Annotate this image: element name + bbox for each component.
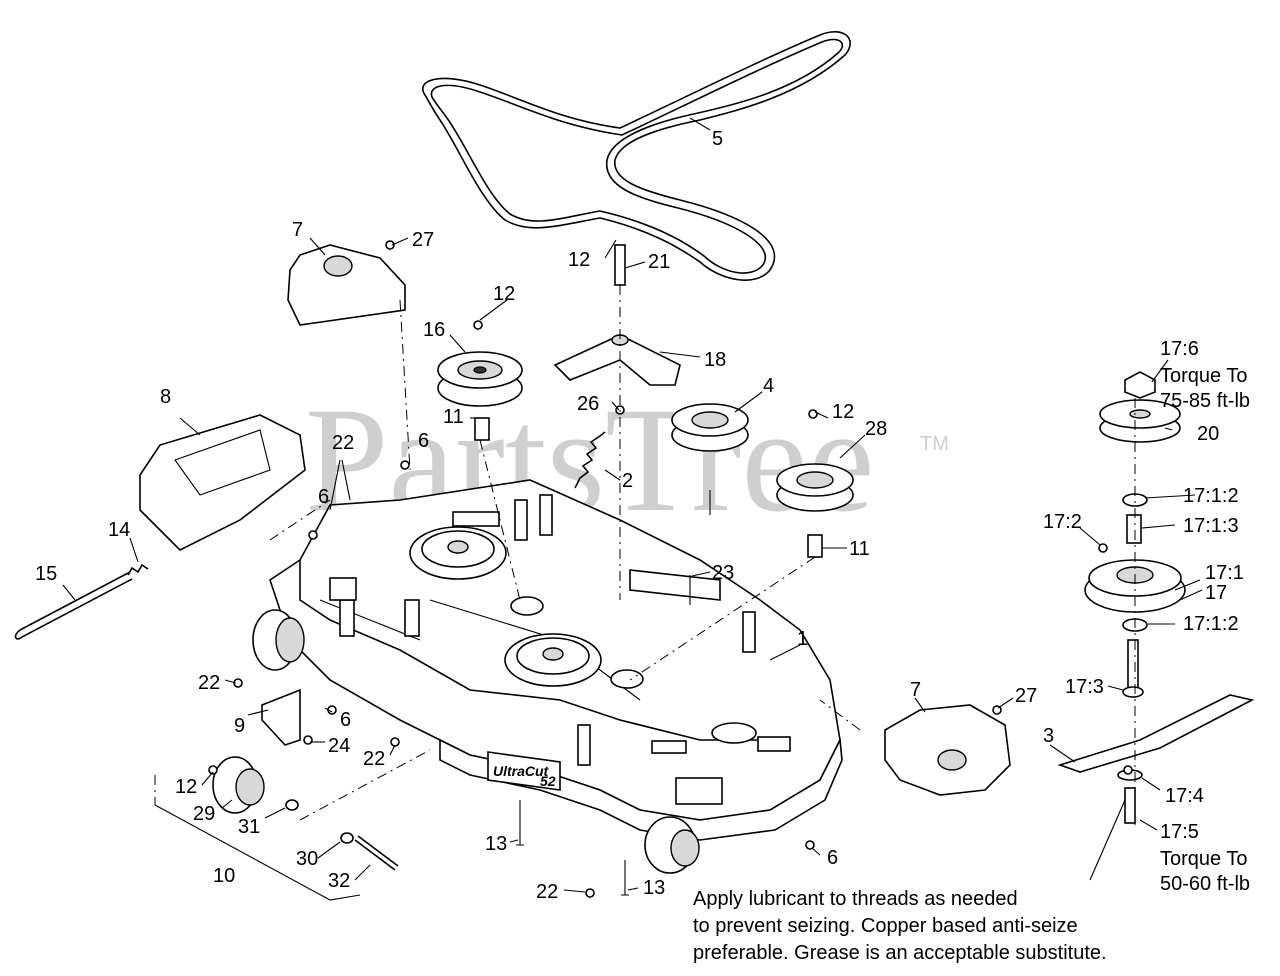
- washer-31[interactable]: [285, 799, 299, 811]
- callout-26: 26: [577, 393, 599, 415]
- callout-17-5: 17:5: [1160, 821, 1199, 843]
- callout-21: 21: [648, 251, 670, 273]
- note-line-1: Apply lubricant to threads as needed: [693, 888, 1018, 910]
- callout-17-3: 17:3: [1065, 676, 1104, 698]
- callout-17: 17: [1205, 582, 1227, 604]
- callout-5: 5: [712, 128, 723, 150]
- callout-9: 9: [234, 715, 245, 737]
- rod-spring[interactable]: [127, 563, 149, 576]
- callout-17-1: 17:1: [1205, 562, 1244, 584]
- deflector-rod[interactable]: [14, 571, 133, 640]
- callout-17-6: 17:6: [1160, 338, 1199, 360]
- torque-bottom-line1: Torque To: [1160, 848, 1247, 870]
- callout-12-pulley: 12: [493, 283, 515, 305]
- callout-31: 31: [238, 816, 260, 838]
- callout-6-top: 6: [418, 430, 429, 452]
- callout-15: 15: [35, 563, 57, 585]
- callout-6-bracket: 6: [340, 709, 351, 731]
- callout-32: 32: [328, 870, 350, 892]
- callout-24: 24: [328, 735, 350, 757]
- mower-deck-housing[interactable]: UltraCut 52: [269, 479, 843, 841]
- callout-27-right: 27: [1015, 685, 1037, 707]
- callout-12-top: 12: [568, 249, 590, 271]
- callout-13-right: 13: [643, 877, 665, 899]
- anti-scalp-wheel[interactable]: [212, 756, 265, 814]
- callout-29: 29: [193, 803, 215, 825]
- center-cover[interactable]: [139, 414, 306, 551]
- callout-3: 3: [1043, 725, 1054, 747]
- lubricant-note: Apply lubricant to threads as needed to …: [693, 888, 1107, 964]
- callout-11-right: 11: [849, 538, 870, 560]
- callout-1: 1: [797, 628, 808, 650]
- callout-17-1-3: 17:1:3: [1183, 515, 1239, 537]
- flat-idler-pulley-28[interactable]: [776, 463, 854, 512]
- callout-12-right: 12: [832, 401, 854, 423]
- deck-brand-name: UltraCut: [493, 763, 550, 779]
- callout-22-mid: 22: [363, 748, 385, 770]
- idler-pulley-4[interactable]: [671, 403, 749, 452]
- wheel-bolt[interactable]: [354, 835, 399, 871]
- callout-4: 4: [763, 375, 774, 397]
- torque-bottom-line2: 50-60 ft-lb: [1160, 873, 1250, 895]
- callout-7-left: 7: [292, 219, 303, 241]
- pivot-shaft[interactable]: [614, 244, 626, 286]
- callout-16: 16: [423, 319, 445, 341]
- callout-13-left: 13: [485, 833, 507, 855]
- callout-22-top: 22: [332, 432, 354, 454]
- washer-30[interactable]: [340, 832, 354, 844]
- torque-top-line1: Torque To: [1160, 365, 1247, 387]
- callout-17-4: 17:4: [1165, 785, 1204, 807]
- belt-cover-right[interactable]: [884, 704, 1011, 796]
- leader-lines: [62, 117, 1203, 893]
- note-line-3: preferable. Grease is an acceptable subs…: [693, 942, 1107, 964]
- wheel-bracket[interactable]: [261, 688, 301, 746]
- mower-blade[interactable]: [1057, 694, 1255, 773]
- callout-2: 2: [622, 470, 633, 492]
- trademark-symbol: TM: [920, 433, 949, 455]
- callout-22-bottom: 22: [536, 881, 558, 903]
- callout-27-left: 27: [412, 229, 434, 251]
- callout-23: 23: [712, 562, 734, 584]
- callout-30: 30: [296, 848, 318, 870]
- spindle-pulley-20[interactable]: [1099, 399, 1181, 443]
- callout-7-right: 7: [910, 679, 921, 701]
- deck-anti-scalp-wheel-front[interactable]: [644, 816, 700, 874]
- spacer-11-right[interactable]: [807, 534, 823, 558]
- callout-10: 10: [213, 865, 235, 887]
- callout-11-left: 11: [443, 406, 464, 428]
- torque-top-line2: 75-85 ft-lb: [1160, 390, 1250, 412]
- callout-8: 8: [160, 386, 171, 408]
- group-10-bracket: [154, 804, 361, 901]
- callout-17-2: 17:2: [1043, 511, 1082, 533]
- belt-cover-left[interactable]: [287, 244, 406, 326]
- drive-belt[interactable]: [422, 30, 851, 281]
- alignment-lines: [154, 285, 1136, 825]
- idler-pulley-16[interactable]: [437, 351, 523, 407]
- callout-17-1-2-bottom: 17:1:2: [1183, 613, 1239, 635]
- note-line-2: to prevent seizing. Copper based anti-se…: [693, 915, 1078, 937]
- callout-20: 20: [1197, 423, 1219, 445]
- callout-labels: 5 7 27 12 21 12 16 18 11 26 4 12 28 2 11…: [35, 128, 1250, 903]
- callout-6-left: 6: [318, 486, 329, 508]
- callout-28: 28: [865, 418, 887, 440]
- callout-14: 14: [108, 519, 130, 541]
- spacer-11-left[interactable]: [474, 417, 490, 441]
- callout-6-bottom: 6: [827, 847, 838, 869]
- callout-17-1-2-top: 17:1:2: [1183, 485, 1239, 507]
- callout-18: 18: [704, 349, 726, 371]
- deck-anti-scalp-wheel-left[interactable]: [252, 609, 305, 671]
- deck-brand-size: 52: [540, 773, 556, 789]
- callout-12-wheel: 12: [175, 776, 197, 798]
- callout-22-left: 22: [198, 672, 220, 694]
- idler-spring[interactable]: [574, 431, 606, 489]
